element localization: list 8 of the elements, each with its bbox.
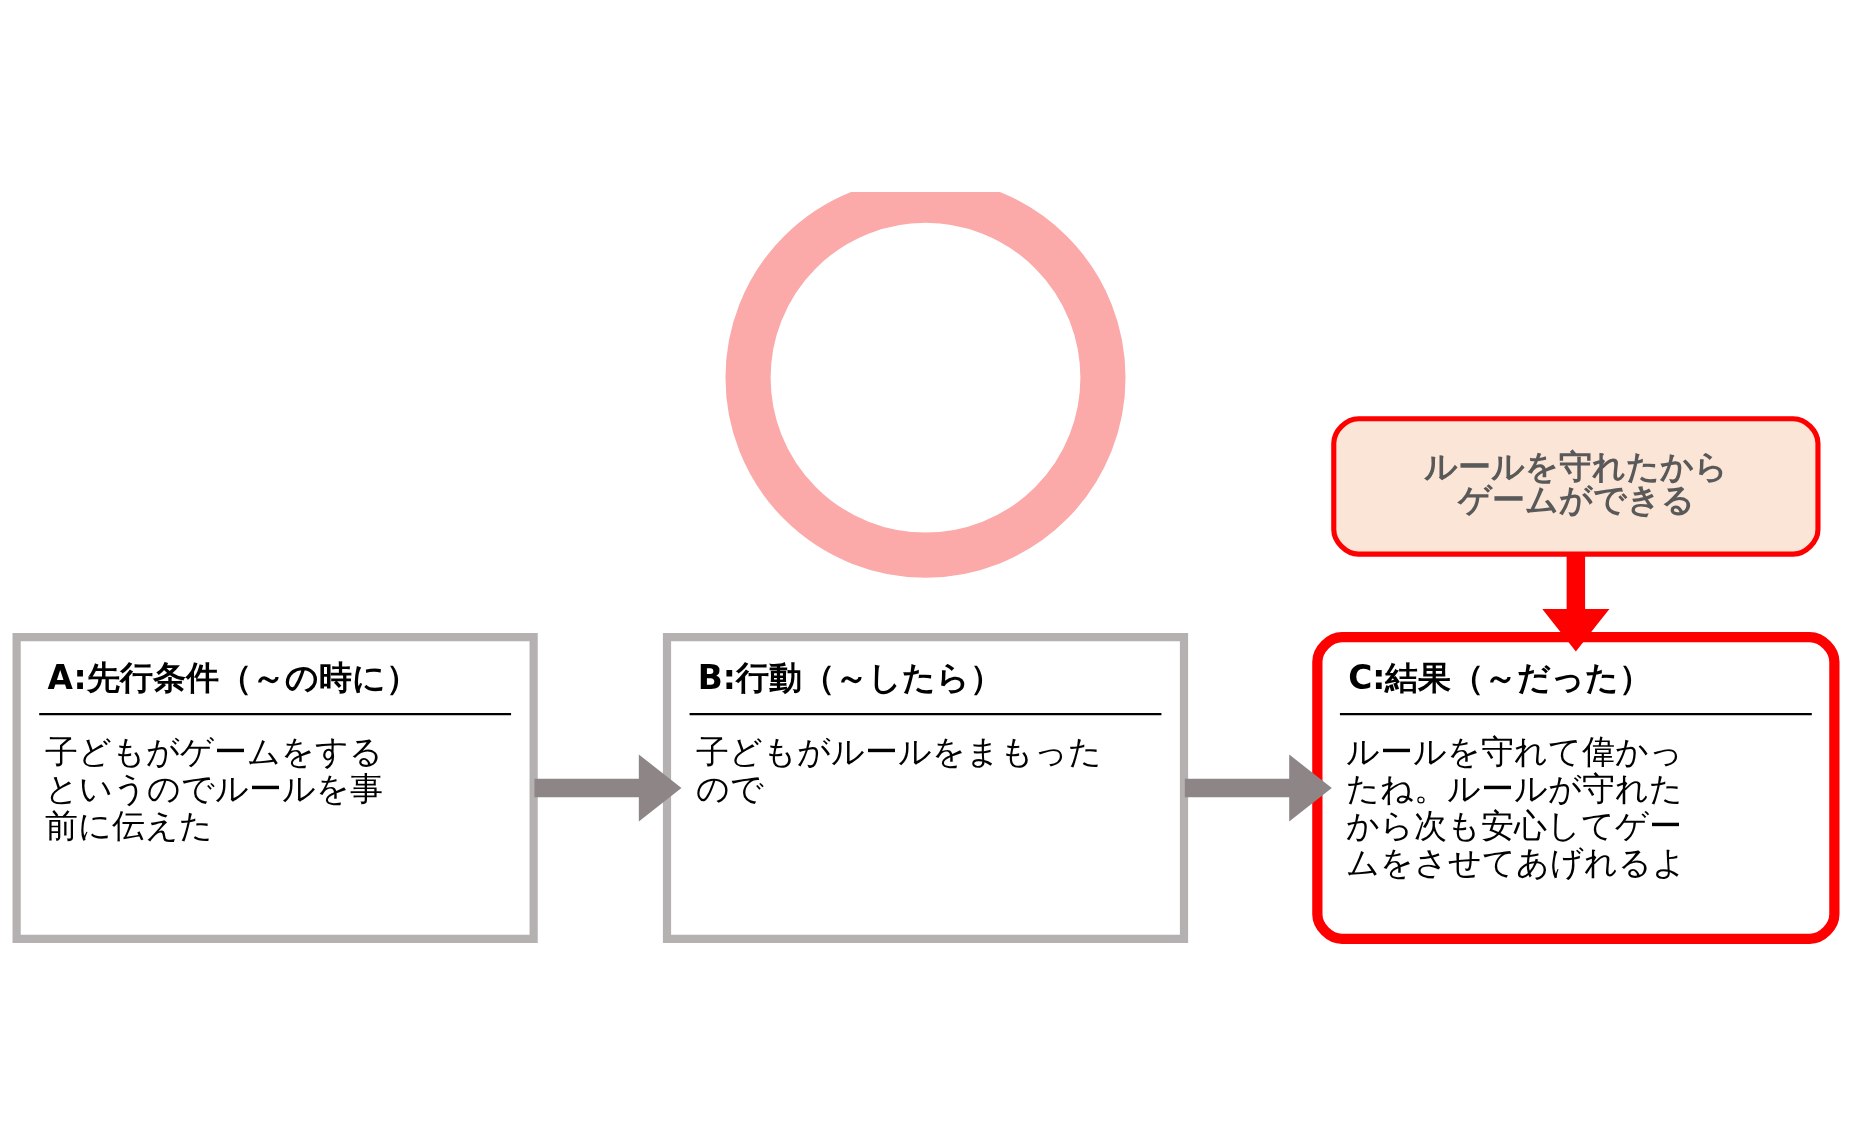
arrow [1542, 553, 1610, 652]
node-box: A:先行条件（～の時に） 子どもがゲームをするというのでルールを事前に伝えた [12, 632, 538, 943]
node-circle [725, 191, 1126, 578]
arrow [1184, 753, 1332, 822]
arrow [534, 753, 682, 822]
node-box: ルールを守れたからゲームができる [1331, 415, 1821, 557]
node-box: B:行動（～したら） 子どもがルールをまもったので [662, 632, 1189, 943]
node-box: C:結果（～だった） ルールを守れて偉かったね。ルールが守れたから次も安心してゲームをさせてあげれるよ [1312, 631, 1840, 944]
